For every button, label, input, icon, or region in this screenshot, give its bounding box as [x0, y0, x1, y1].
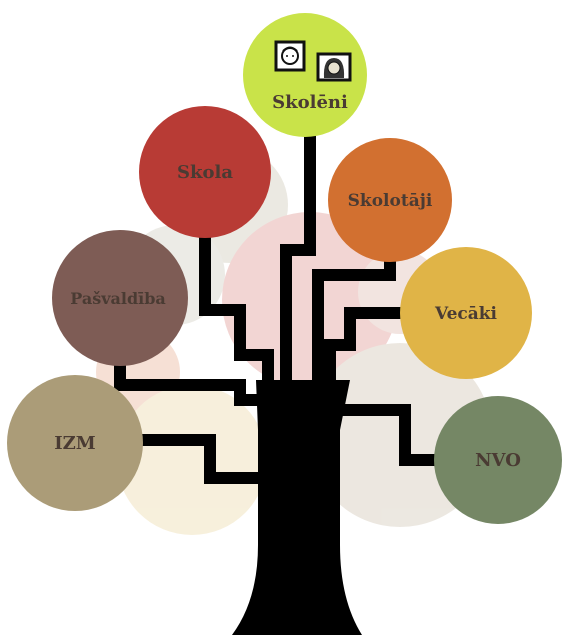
node-skoleni-label: Skolēni [272, 92, 348, 113]
node-izm-circle [7, 375, 143, 511]
boy-portrait-icon [274, 40, 306, 72]
bg-bubble [117, 385, 267, 535]
branch-skola [199, 235, 274, 385]
branch-skolotaji [312, 250, 396, 385]
node-izm-label: IZM [54, 433, 96, 454]
node-izm: IZM [7, 375, 143, 511]
branch-vecaki [324, 307, 405, 385]
tree-trunk [232, 380, 362, 635]
node-vecaki-circle [400, 247, 532, 379]
branch-izm [140, 434, 262, 484]
node-skoleni-circle [243, 13, 367, 137]
node-skolotaji-label: Skolotāji [348, 191, 433, 211]
node-pasvaldiba-circle [52, 230, 188, 366]
node-skola-circle [139, 106, 271, 238]
branch-pasvaldiba [114, 360, 262, 406]
girl-portrait-icon [316, 52, 352, 82]
node-skolotaji-circle [328, 138, 452, 262]
node-skola-label: Skola [177, 162, 233, 183]
node-pasvaldiba-label: Pašvaldība [70, 289, 166, 308]
trunk-body [232, 380, 362, 635]
node-skoleni: Skolēni [243, 13, 367, 137]
node-nvo-label: NVO [475, 450, 521, 471]
node-nvo: NVO [434, 396, 562, 524]
node-vecaki-label: Vecāki [434, 304, 498, 324]
tree-branches [114, 135, 442, 484]
branch-skoleni [280, 135, 316, 385]
node-nvo-circle [434, 396, 562, 524]
node-skolotaji: Skolotāji [328, 138, 452, 262]
node-pasvaldiba: Pašvaldība [52, 230, 188, 366]
node-vecaki: Vecāki [400, 247, 532, 379]
node-skola: Skola [139, 106, 271, 238]
branch-nvo [340, 404, 442, 466]
